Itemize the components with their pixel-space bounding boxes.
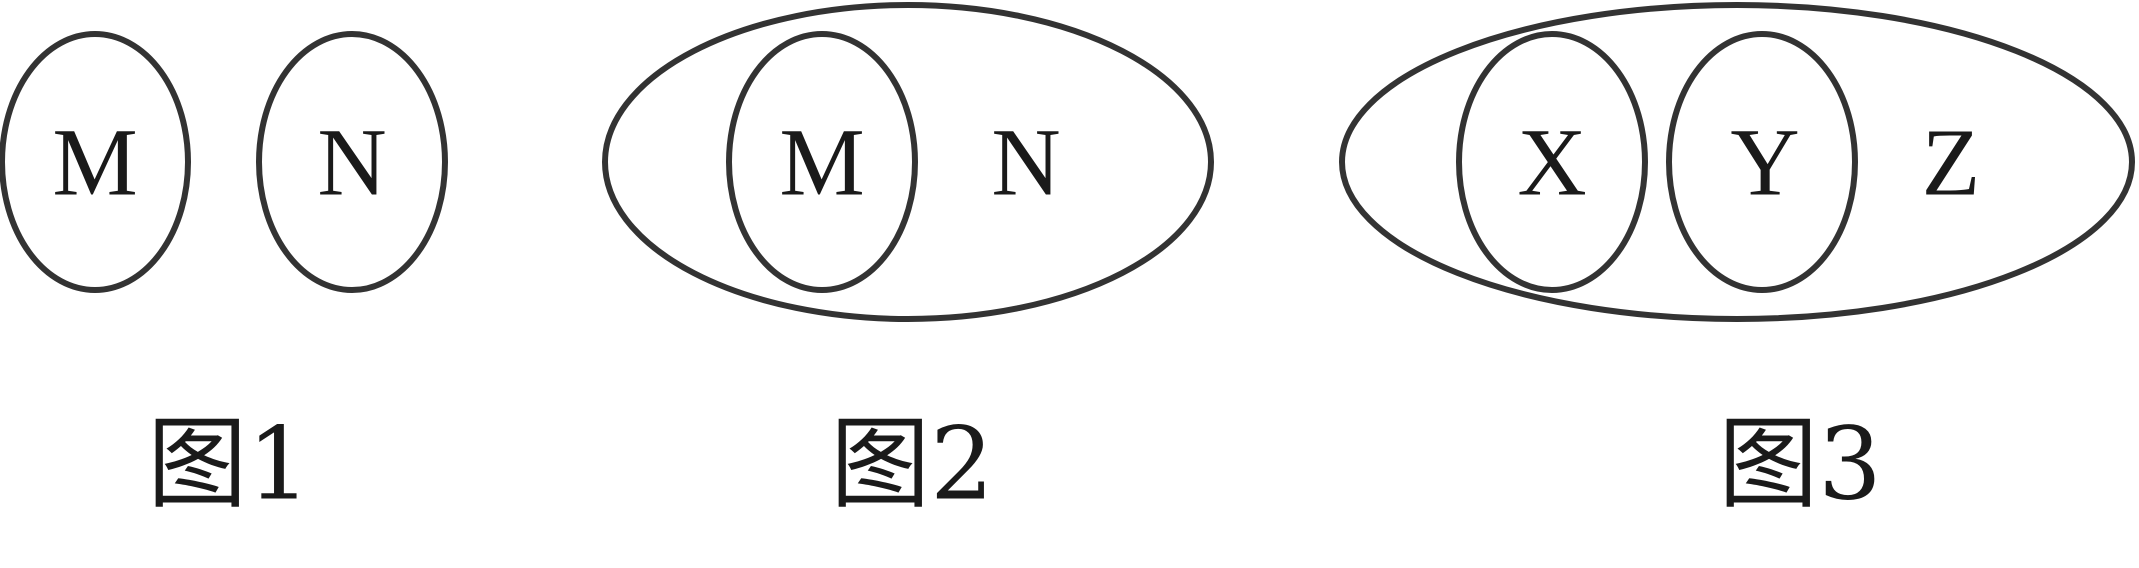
figure3-set-y-ellipse xyxy=(1666,31,1858,293)
figure2-set-m-ellipse xyxy=(726,31,918,293)
figure1-set-m-label: M xyxy=(52,109,137,216)
figure2-caption: 图2 xyxy=(830,406,994,523)
figure2-set-n-ellipse xyxy=(602,2,1214,322)
figure2-set-m-label: M xyxy=(779,109,864,216)
figure2-set-n-label: N xyxy=(991,109,1060,216)
figure3-set-z-label: Z xyxy=(1922,109,1981,216)
figure3-set-x-label: X xyxy=(1517,109,1586,216)
figure1-set-m-ellipse xyxy=(0,31,191,293)
figure1-set-n-label: N xyxy=(317,109,386,216)
figure-3: X Y Z 图3 xyxy=(1339,2,2135,523)
figure-1: M N 图1 xyxy=(0,31,448,523)
figure-2: M N 图2 xyxy=(602,2,1214,523)
figure3-caption: 图3 xyxy=(1718,406,1882,523)
figure1-set-n-ellipse xyxy=(256,31,448,293)
figure3-set-z-ellipse xyxy=(1339,2,2135,322)
figure3-set-y-label: Y xyxy=(1730,109,1799,216)
figure1-caption: 图1 xyxy=(147,406,311,523)
figure3-set-x-ellipse xyxy=(1456,31,1648,293)
